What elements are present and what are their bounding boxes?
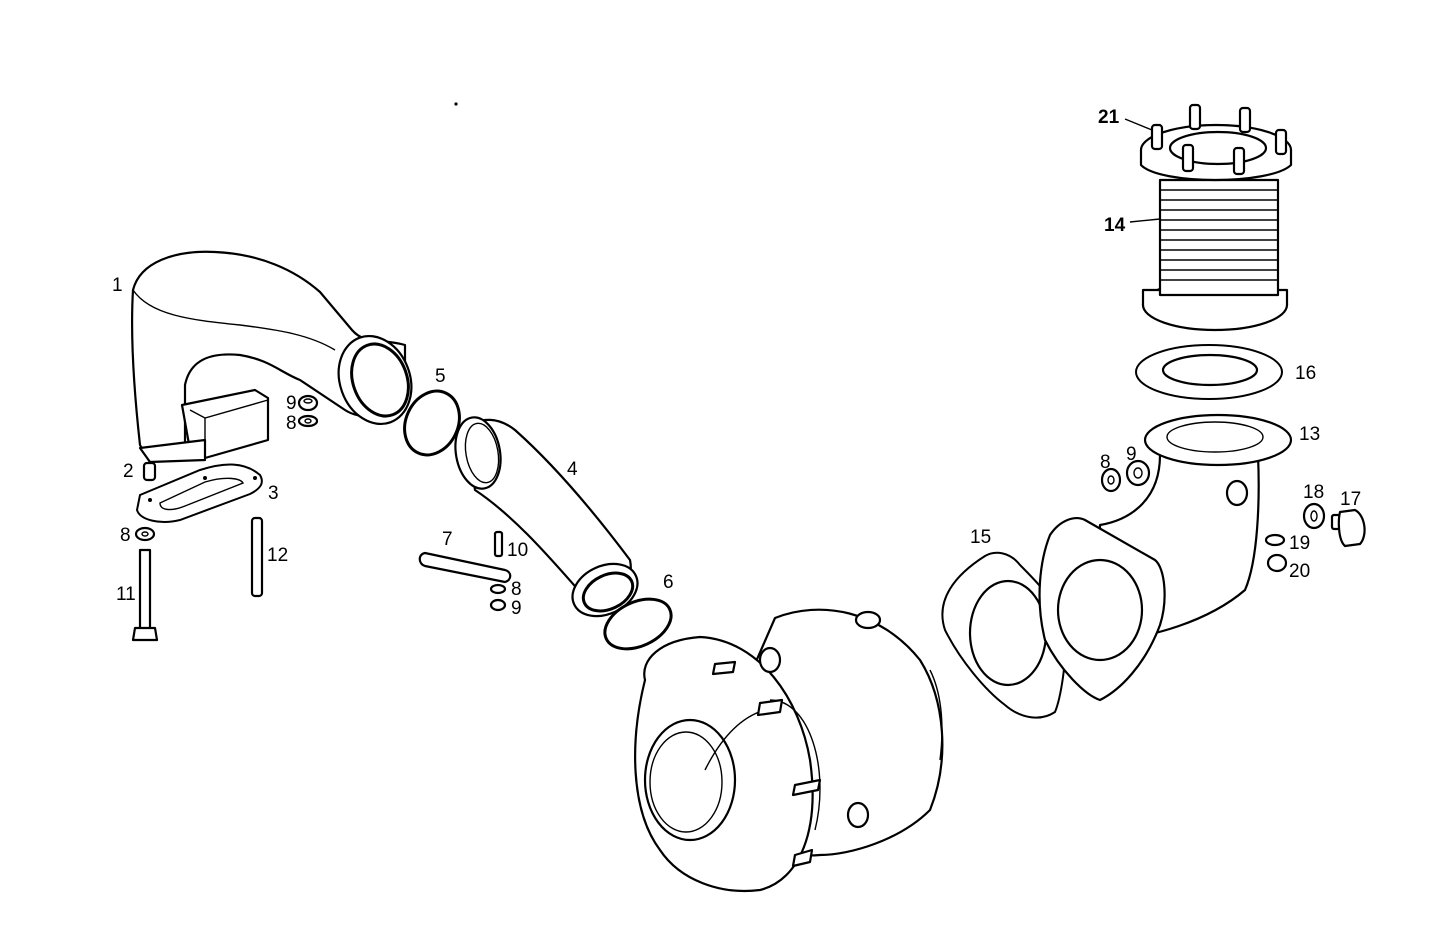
part-9-nut-middle [489,598,507,612]
part-9-nut-upper-left [297,394,319,412]
label-part-8-upper-left: 8 [286,413,297,434]
label-part-4: 4 [567,459,578,480]
label-part-12: 12 [267,545,289,566]
part-1-exhaust-elbow [131,250,413,464]
part-18-sealing-washer [1302,502,1326,530]
label-part-19: 19 [1289,533,1311,554]
label-part-6: 6 [663,572,674,593]
part-21-studs [1150,103,1288,176]
part-12-stud [250,516,264,598]
label-part-8-middle: 8 [511,579,522,600]
part-3-gasket [135,463,263,523]
label-part-3: 3 [268,483,279,504]
part-9-nut-right [1125,459,1151,487]
part-19-washer [1264,533,1286,547]
label-part-13: 13 [1299,424,1321,445]
label-part-1: 1 [112,275,123,296]
label-part-15: 15 [970,527,992,548]
part-8-washer-middle [489,583,507,595]
part-2-dowel [142,461,157,482]
stray-dot [454,102,458,106]
part-14-bellows [1139,123,1293,332]
part-11-bolt [131,548,159,642]
label-part-8-right: 8 [1100,452,1111,473]
part-15-gasket [941,551,1067,719]
part-4-connecting-pipe [454,416,639,618]
part-17-plug [1330,508,1366,548]
label-part-21: 21 [1098,107,1120,128]
part-10-stud [493,530,504,558]
label-part-16: 16 [1295,363,1317,384]
label-part-9-middle: 9 [511,598,522,619]
part-7-bracket [418,551,512,584]
label-part-14: 14 [1104,215,1126,236]
label-part-5: 5 [435,366,446,387]
label-part-20: 20 [1289,561,1311,582]
label-part-2: 2 [123,461,134,482]
part-8-washer-upper-left [297,414,319,428]
part-13-exhaust-elbow-outlet [1038,413,1293,702]
part-16-gasket [1135,344,1283,400]
label-part-7: 7 [442,529,453,550]
part-8-washer-right [1100,467,1122,493]
label-part-11: 11 [116,584,136,605]
label-part-18: 18 [1303,482,1325,503]
part-6-sealing-ring [603,597,673,651]
label-part-9-right: 9 [1126,444,1137,465]
label-part-9-upper-left: 9 [286,393,297,414]
part-8-washer-lower-left [134,526,156,542]
label-part-10: 10 [507,540,529,561]
leader-lines [1124,118,1161,223]
turbocharger [634,608,944,892]
label-part-17: 17 [1340,489,1362,510]
part-5-sealing-ring [403,389,461,457]
part-20-nut [1266,553,1288,573]
label-part-8-lower-left: 8 [120,525,131,546]
